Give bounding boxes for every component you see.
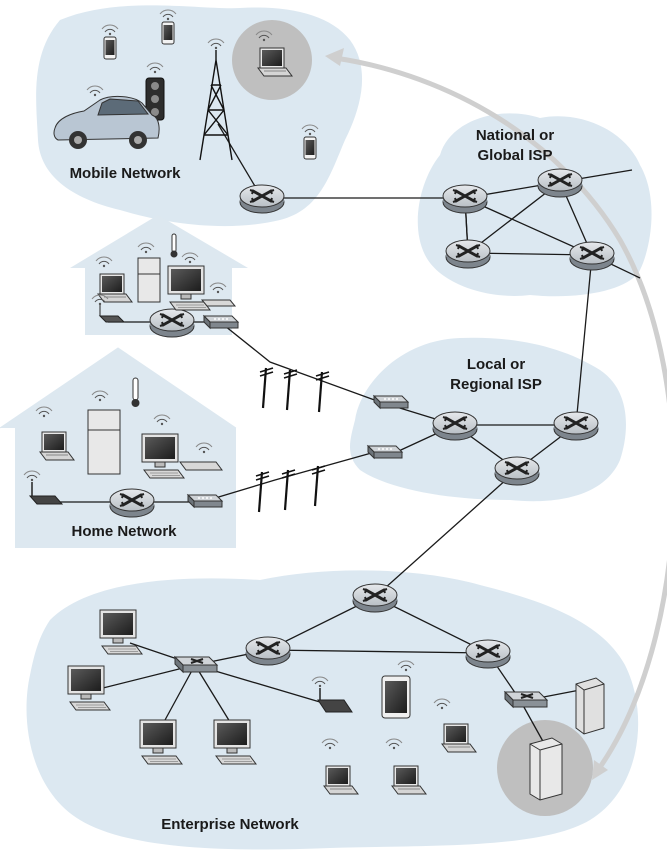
local-isp-label-line1: Local or: [467, 356, 526, 373]
server-icon-highlight: [529, 737, 563, 801]
mobile-network-label: Mobile Network: [70, 165, 182, 182]
cell-tower-icon: [199, 50, 233, 161]
thermometer-icon: [170, 233, 178, 258]
fridge-icon: [137, 257, 161, 303]
arrow-head-bottom: [592, 760, 608, 780]
car-icon: [53, 95, 160, 149]
phone-icon: [103, 36, 117, 60]
server-icon: [575, 677, 605, 735]
local-isp-cloud: [350, 337, 626, 502]
local-isp-label-line2: Regional ISP: [450, 376, 542, 393]
end-to-end-arrow: [334, 55, 667, 772]
tablet-icon: [381, 675, 411, 719]
home-network-label: Home Network: [71, 523, 177, 540]
thermometer-icon-2: [131, 377, 140, 407]
enterprise-network-label: Enterprise Network: [161, 816, 299, 833]
national-isp-label-line2: Global ISP: [477, 147, 552, 164]
arrow-head-top: [325, 48, 344, 66]
fridge-icon-2: [87, 409, 121, 475]
national-isp-label-line1: National or: [476, 127, 555, 144]
